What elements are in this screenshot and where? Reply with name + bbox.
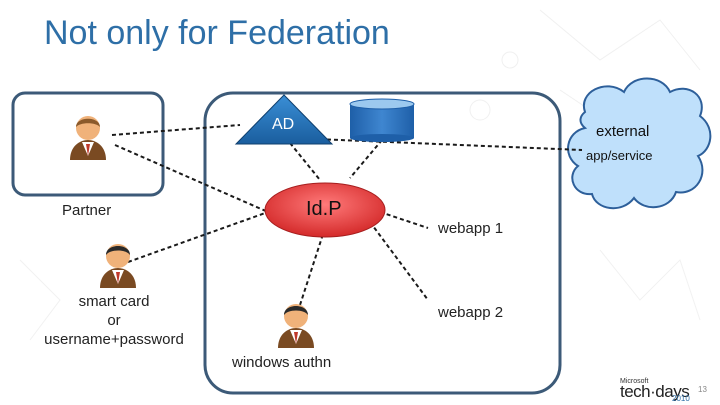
techdays-logo: tech·days bbox=[620, 382, 690, 401]
line-ad-to-external bbox=[291, 137, 583, 151]
slide-title: Not only for Federation bbox=[44, 14, 390, 52]
webapp1-label: webapp 1 bbox=[438, 220, 504, 237]
database-icon bbox=[349, 98, 415, 142]
smart-card-label: smart card or username+password bbox=[24, 292, 204, 349]
line-smartcard-person-to-idp bbox=[127, 211, 269, 263]
logo-brand-small: Microsoft bbox=[620, 378, 649, 385]
smartcard-person-icon bbox=[100, 244, 136, 288]
ad-triangle bbox=[234, 94, 334, 145]
windows-authn-label: windows authn bbox=[232, 354, 332, 371]
external-label-line1: external bbox=[596, 123, 650, 140]
idp-label: Id.P bbox=[306, 198, 342, 220]
ad-label: AD bbox=[272, 116, 295, 133]
partner-label: Partner bbox=[62, 202, 112, 219]
line-idp-to-windows-person bbox=[299, 227, 326, 306]
smart-card-label-line3: username+password bbox=[44, 331, 184, 348]
line-idp-to-webapp1 bbox=[379, 211, 429, 229]
windows-person-icon bbox=[278, 304, 314, 348]
smart-card-label-line1: smart card bbox=[78, 293, 150, 310]
organization-box bbox=[203, 91, 562, 395]
line-partner-person-to-ad bbox=[111, 124, 241, 136]
idp-ellipse bbox=[264, 182, 386, 238]
line-ad-to-idp bbox=[289, 142, 321, 181]
slide-number: 13 bbox=[698, 385, 707, 394]
external-cloud bbox=[567, 77, 712, 209]
logo-year: 2010 bbox=[672, 394, 690, 403]
webapp2-label: webapp 2 bbox=[438, 304, 504, 321]
smart-card-label-line2: or bbox=[107, 312, 121, 329]
partner-person-icon bbox=[70, 116, 106, 160]
line-idp-to-webapp2 bbox=[369, 221, 429, 301]
line-database-to-idp bbox=[349, 139, 383, 179]
connection-lines bbox=[111, 124, 583, 306]
line-partner-person-to-idp bbox=[114, 144, 269, 213]
partner-box bbox=[11, 91, 165, 197]
external-label-line2: app/service bbox=[586, 148, 653, 163]
